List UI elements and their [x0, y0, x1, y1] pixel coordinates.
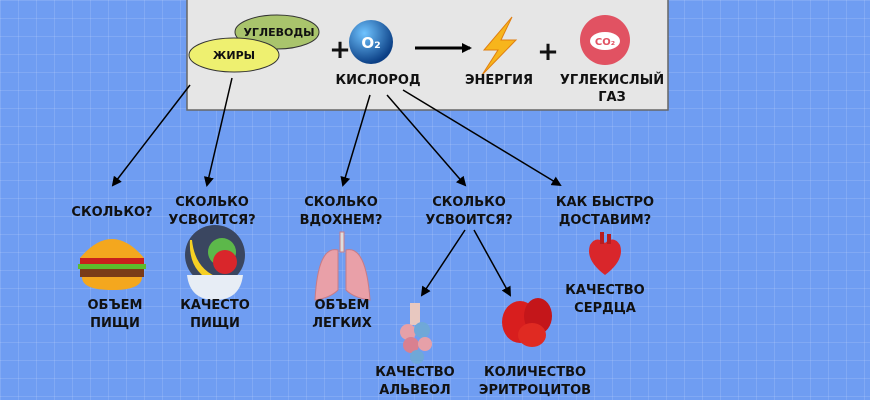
factor-rbc-count-1: КОЛИЧЕСТВО — [484, 365, 586, 380]
red-blood-cells-icon — [502, 298, 552, 347]
factor-lung-volume-2: ЛЕГКИХ — [312, 316, 372, 331]
carbs-label: УГЛЕВОДЫ — [243, 26, 314, 39]
question-how-much: СКОЛЬКО? — [71, 205, 152, 220]
plus-sign-2: + — [537, 37, 559, 67]
question-o2-absorb-1: СКОЛЬКО — [432, 195, 506, 210]
factor-food-volume-1: ОБЪЕМ — [88, 298, 143, 313]
co2-cloud-icon: CO₂ — [580, 15, 630, 65]
arrow-to-delivery — [402, 89, 562, 187]
factor-lung-volume-1: ОБЪЕМ — [315, 298, 370, 313]
factor-heart-quality-2: СЕРДЦА — [574, 301, 636, 316]
question-food-absorb-1: СКОЛЬКО — [175, 195, 249, 210]
food-bowl-icon — [185, 225, 245, 300]
energy-label: ЭНЕРГИЯ — [465, 73, 533, 88]
factor-food-quality-2: ПИЩИ — [190, 316, 240, 331]
lungs-icon — [314, 231, 371, 301]
arrow-to-alveoli — [420, 229, 466, 297]
arrow-to-food-absorb — [203, 77, 233, 187]
arrows — [111, 77, 562, 297]
question-food-absorb-2: УСВОИТСЯ? — [168, 213, 255, 228]
factor-food-volume-2: ПИЩИ — [90, 316, 140, 331]
fats-ellipse — [188, 37, 280, 73]
oxygen-label: КИСЛОРОД — [335, 73, 420, 88]
plus-sign: + — [329, 35, 351, 65]
oxygen-molecule-icon: O₂ — [349, 20, 393, 64]
question-inhale-1: СКОЛЬКО — [304, 195, 378, 210]
question-delivery-1: КАК БЫСТРО — [556, 195, 654, 210]
arrow-to-inhale — [340, 94, 371, 187]
factor-alveoli-quality-2: АЛЬВЕОЛ — [379, 383, 450, 398]
o2-symbol: O₂ — [361, 34, 380, 52]
alveoli-icon — [400, 303, 432, 364]
burger-icon — [78, 239, 146, 290]
arrow-to-how-much — [111, 84, 191, 187]
question-delivery-2: ДОСТАВИМ? — [559, 213, 651, 228]
question-inhale-2: ВДОХНЕМ? — [300, 213, 383, 228]
lightning-icon — [481, 16, 518, 76]
arrow-to-o2-absorb — [386, 94, 467, 187]
co2-symbol: CO₂ — [595, 37, 615, 48]
heart-icon — [589, 232, 621, 275]
factor-rbc-count-2: ЭРИТРОЦИТОВ — [479, 383, 591, 398]
co2-label-line2: ГАЗ — [598, 90, 626, 105]
fats-label: ЖИРЫ — [213, 49, 255, 62]
factor-food-quality-1: КАЧЕСТО — [180, 298, 250, 313]
question-o2-absorb-2: УСВОИТСЯ? — [425, 213, 512, 228]
co2-label-line1: УГЛЕКИСЛЫЙ — [560, 72, 664, 88]
factor-alveoli-quality-1: КАЧЕСТВО — [375, 365, 454, 380]
arrow-to-rbc — [473, 229, 511, 297]
factor-heart-quality-1: КАЧЕСТВО — [565, 283, 644, 298]
